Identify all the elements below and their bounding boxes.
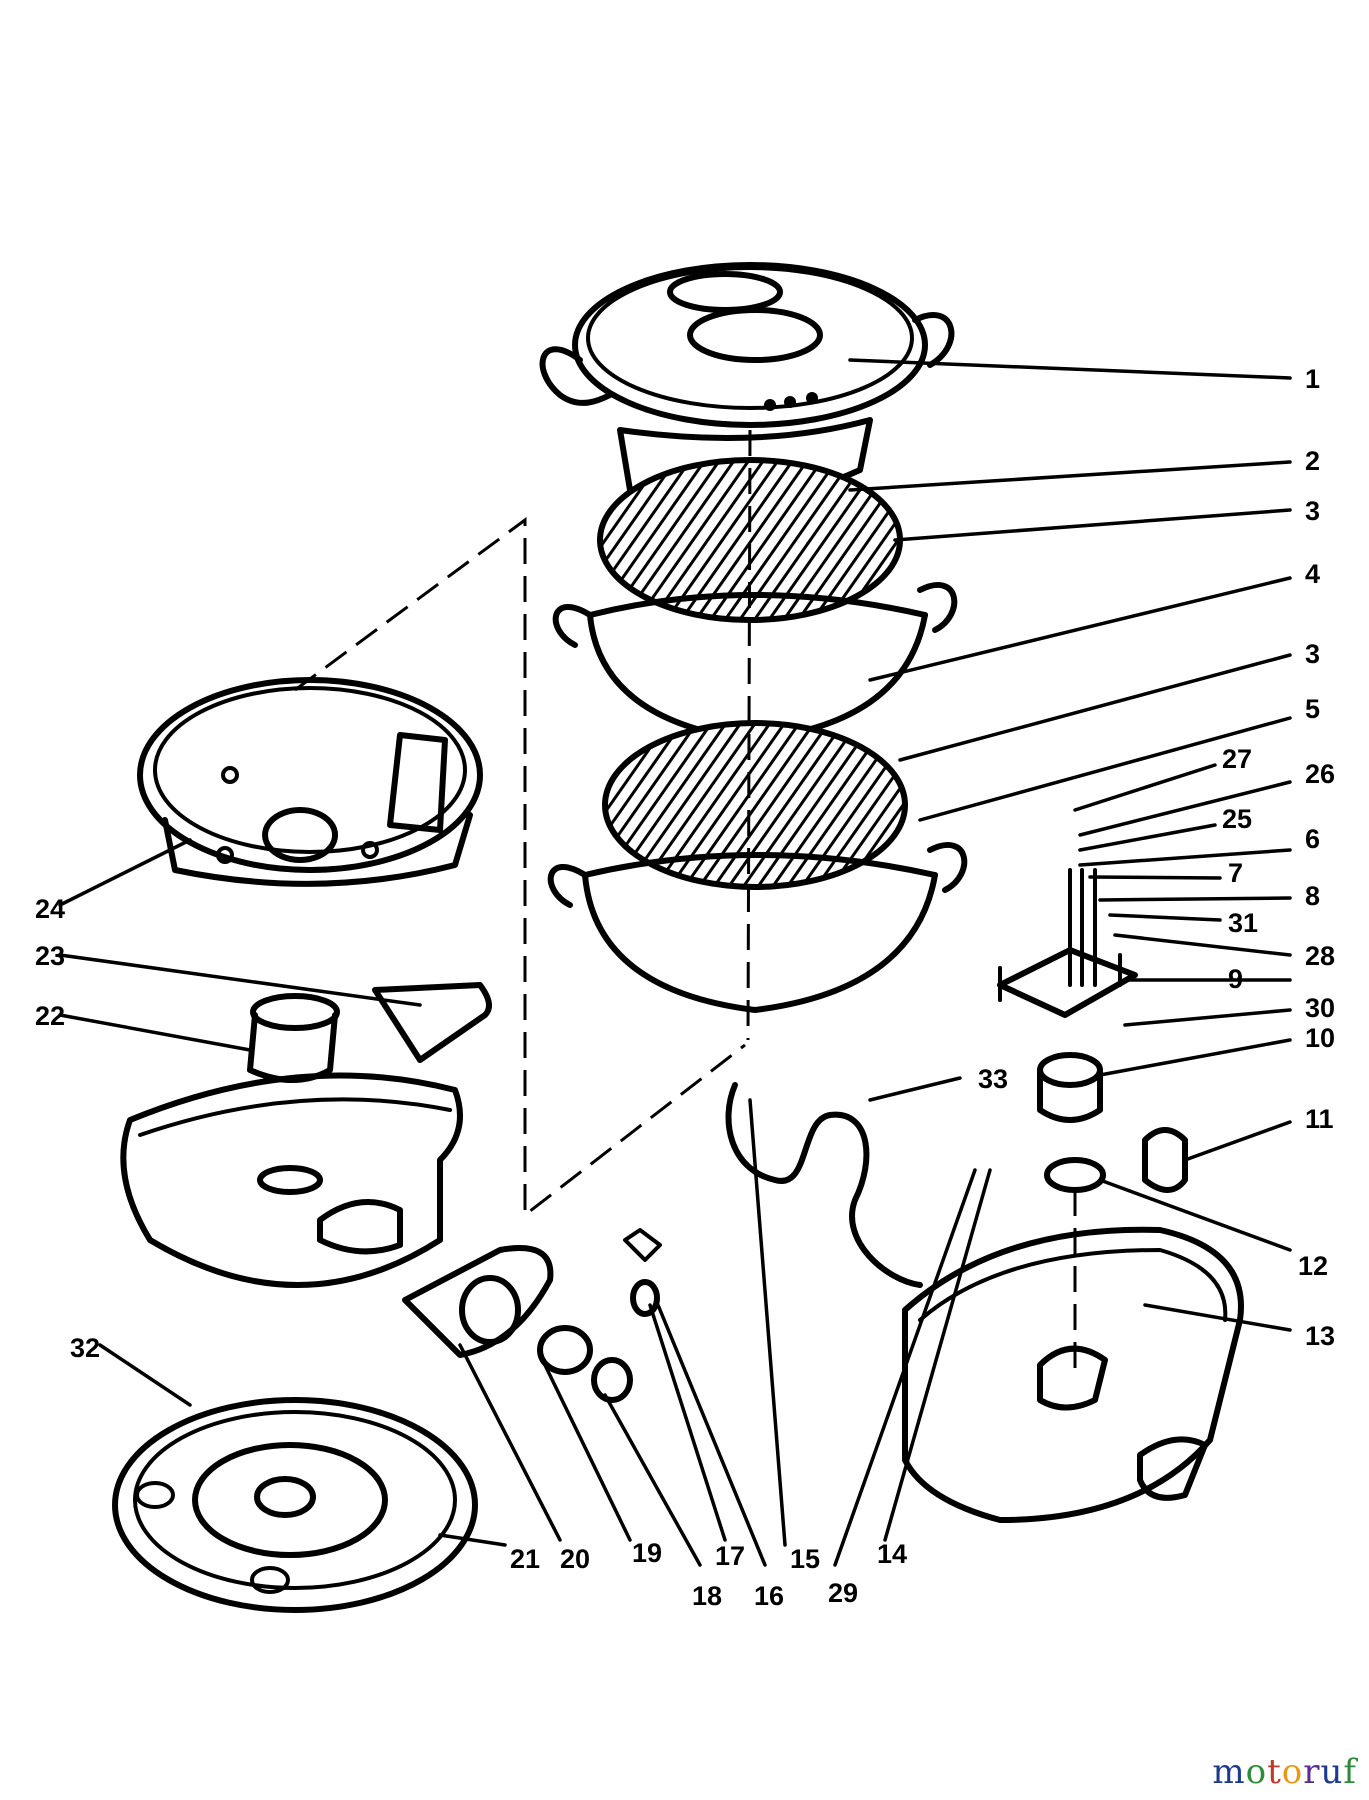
callout-18: 18 [692,1581,722,1611]
leader-lines [58,358,1292,1567]
callout-23: 23 [35,941,65,971]
bottom-plate-part [112,1397,478,1613]
callout-11: 11 [1305,1104,1334,1134]
water-tank-part [902,1190,1244,1523]
small-parts-group [402,1228,662,1403]
callout-15: 15 [790,1544,820,1574]
callout-labels: 1 2 3 4 3 5 27 26 25 6 7 8 31 28 9 30 10… [35,364,1335,1611]
control-module-part [997,868,1188,1193]
watermark-letter-7: f [1343,1752,1357,1792]
callout-3-lower: 3 [1305,639,1320,669]
watermark-logo: motoruf [1212,1752,1357,1792]
callout-32: 32 [70,1333,100,1363]
callout-29: 29 [828,1578,858,1608]
callout-24: 24 [35,894,65,924]
callout-21: 21 [510,1544,540,1574]
watermark-letter-2: o [1245,1752,1268,1792]
callout-17: 17 [715,1541,745,1571]
callout-31: 31 [1228,908,1258,938]
callout-12: 12 [1298,1251,1328,1281]
watermark-letter-5: r [1303,1752,1321,1792]
callout-1: 1 [1305,364,1320,394]
callout-22: 22 [35,1001,65,1031]
callout-26: 26 [1305,759,1335,789]
callout-4: 4 [1305,559,1320,589]
watermark-letter-3: t [1267,1752,1282,1792]
callout-7: 7 [1228,858,1243,888]
callout-5: 5 [1305,694,1320,724]
drip-tray-part [137,677,483,887]
callout-25: 25 [1222,804,1252,834]
callout-2: 2 [1305,446,1320,476]
base-shell-part [120,982,492,1288]
callout-19: 19 [632,1538,662,1568]
watermark-letter-4: o [1281,1752,1304,1792]
callout-28: 28 [1305,941,1335,971]
callout-14: 14 [877,1539,907,1569]
callout-16: 16 [754,1581,784,1611]
callout-9: 9 [1228,964,1243,994]
callout-27: 27 [1222,744,1252,774]
watermark-letter-1: m [1212,1752,1246,1792]
lid-part [539,262,955,428]
callout-3-upper: 3 [1305,496,1320,526]
callout-8: 8 [1305,881,1320,911]
callout-13: 13 [1305,1321,1335,1351]
power-cord-part [725,1082,923,1288]
callout-10: 10 [1305,1023,1335,1053]
watermark-letter-6: u [1320,1752,1344,1792]
callout-30: 30 [1305,993,1335,1023]
callout-33: 33 [978,1064,1008,1094]
callout-6: 6 [1305,824,1320,854]
lower-tray-part [547,720,968,1013]
center-axis [746,429,752,1041]
assembly-path [294,517,746,1219]
callout-20: 20 [560,1544,590,1574]
